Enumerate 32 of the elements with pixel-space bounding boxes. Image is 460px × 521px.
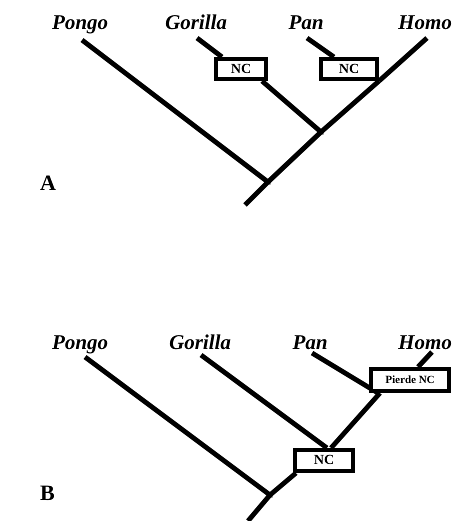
taxon-label: Gorilla: [169, 332, 231, 353]
taxon-label: Gorilla: [165, 12, 227, 33]
tree-branch: [310, 350, 380, 396]
character-box: Pierde NC: [369, 367, 451, 393]
taxon-label: Pan: [292, 332, 328, 353]
tree-branch: [195, 36, 224, 59]
tree-branch: [319, 79, 381, 134]
tree-branch: [80, 38, 270, 184]
branch-point: [268, 492, 272, 498]
character-box: NC: [214, 57, 268, 81]
tree-branch: [200, 353, 328, 450]
character-box: NC: [319, 57, 379, 81]
taxon-label: Pan: [288, 12, 324, 33]
tree-branch: [260, 79, 323, 134]
taxon-label: Pongo: [52, 332, 108, 353]
taxon-label: Pongo: [52, 12, 108, 33]
tree-branch: [329, 391, 382, 450]
tree-branch: [416, 350, 434, 369]
taxon-label: Homo: [398, 12, 452, 33]
character-box: NC: [293, 448, 355, 473]
tree-branch: [84, 355, 272, 497]
tree-branch: [266, 130, 323, 184]
branch-point: [318, 130, 324, 134]
tree-branch: [268, 471, 298, 497]
tree-branch: [243, 180, 270, 207]
taxon-label: Homo: [398, 332, 452, 353]
branch-point: [266, 180, 270, 184]
panel-letter: B: [40, 482, 55, 504]
tree-branch: [246, 493, 272, 521]
tree-branch: [306, 36, 336, 60]
panel-letter: A: [40, 172, 56, 194]
tree-branch: [377, 36, 429, 83]
